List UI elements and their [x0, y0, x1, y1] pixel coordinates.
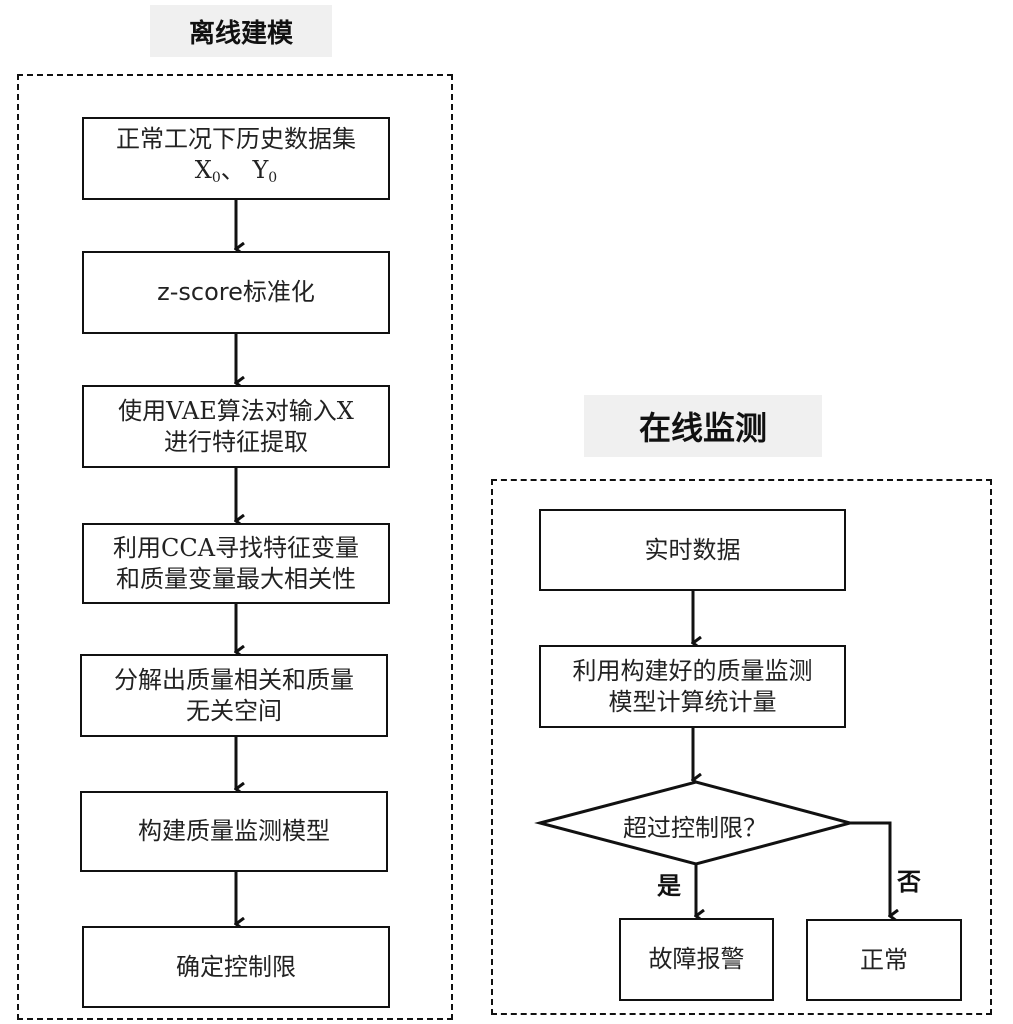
- result-fault-alarm: 故障报警: [619, 918, 774, 1001]
- offline-modeling-panel: [17, 74, 453, 1020]
- online-monitoring-title: 在线监测: [584, 395, 822, 457]
- step-vae: 使用VAE算法对输入X 进行特征提取: [82, 385, 390, 468]
- step-realtime-data: 实时数据: [539, 509, 846, 591]
- no-label: 否: [897, 867, 921, 896]
- step-build-model: 构建质量监测模型: [80, 791, 388, 872]
- step-zscore: z-score标准化: [82, 251, 390, 334]
- result-normal: 正常: [806, 919, 962, 1001]
- online-monitoring-panel: [491, 479, 992, 1015]
- yes-label: 是: [657, 871, 681, 900]
- arrow-no: [850, 821, 890, 916]
- offline-modeling-title: 离线建模: [150, 5, 332, 57]
- step-cca: 利用CCA寻找特征变量 和质量变量最大相关性: [82, 523, 390, 604]
- step-compute-statistics: 利用构建好的质量监测 模型计算统计量: [539, 645, 846, 728]
- decision-text: 超过控制限？: [623, 814, 767, 842]
- step-historical-data: 正常工况下历史数据集 X0、 Y0: [82, 117, 390, 200]
- step-control-limit: 确定控制限: [82, 926, 390, 1008]
- decision-diamond: [534, 780, 856, 866]
- step-decompose: 分解出质量相关和质量 无关空间: [80, 654, 388, 737]
